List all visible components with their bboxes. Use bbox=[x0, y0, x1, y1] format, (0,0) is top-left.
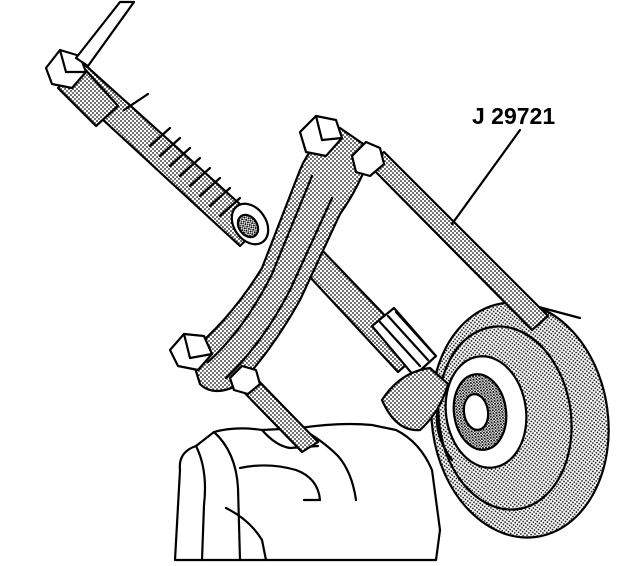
screw-threads bbox=[148, 126, 242, 218]
callout-leader-line bbox=[450, 128, 522, 226]
hub-flange bbox=[430, 300, 610, 539]
forcing-screw bbox=[44, 0, 264, 248]
lower-leg-bolt bbox=[168, 332, 320, 454]
puller-crossbar bbox=[188, 126, 374, 393]
axle-shaft bbox=[294, 244, 450, 432]
upper-leg-bolt bbox=[298, 114, 550, 332]
